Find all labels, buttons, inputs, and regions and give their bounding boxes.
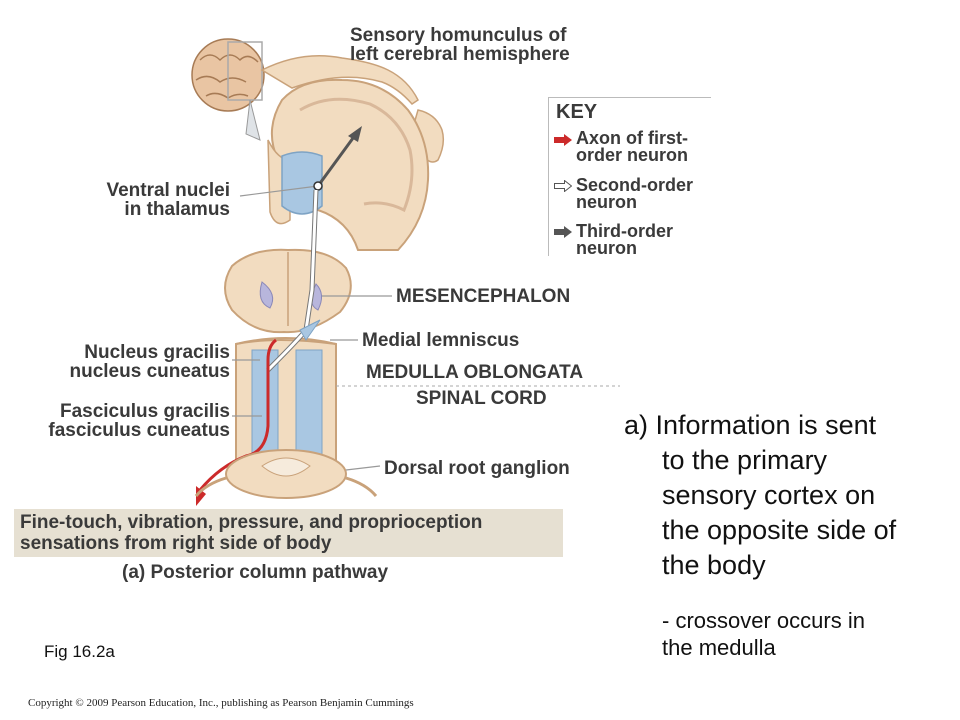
homunculus-label: Sensory homunculus of left cerebral hemi…: [350, 25, 570, 65]
key-title: KEY: [556, 101, 598, 123]
nucleus-gracilis-label: Nucleus gracilis nucleus cuneatus: [69, 342, 231, 382]
homunculus-arm: [260, 54, 419, 105]
medial-lemniscus-label: Medial lemniscus: [362, 330, 520, 351]
bullet-main: a) Information is sent: [624, 410, 877, 440]
figure-caption: (a) Posterior column pathway: [122, 562, 389, 583]
bullet-main-continued: to the primary sensory cortex on the opp…: [662, 445, 897, 580]
key-item-third-order: Third-order neuron: [576, 221, 673, 258]
medulla-label: MEDULLA OBLONGATA: [366, 362, 584, 383]
spinal-cord-cross-section: [194, 449, 378, 499]
red-arrow-icon: [554, 134, 572, 146]
brain-icon: [191, 38, 265, 141]
sensation-band: [14, 509, 563, 557]
dorsal-root-label: Dorsal root ganglion: [384, 458, 570, 479]
mesencephalon-section: [224, 248, 352, 334]
third-order-axon: [316, 133, 358, 187]
bullet-sub: - crossover occurs in the medulla: [662, 608, 865, 660]
fig-label: Fig 16.2a: [44, 642, 115, 661]
mesencephalon-label: MESENCEPHALON: [396, 286, 571, 307]
outline-arrow-icon: [554, 180, 572, 192]
key-item-second-order: Second-order neuron: [576, 175, 694, 212]
ventral-nuclei-label: Ventral nuclei in thalamus: [106, 180, 230, 220]
key-panel: [548, 97, 711, 256]
sensation-text: Fine-touch, vibration, pressure, and pro…: [20, 512, 483, 554]
gray-arrow-icon: [554, 226, 572, 238]
first-order-axon: [198, 338, 277, 491]
copyright-text: Copyright © 2009 Pearson Education, Inc.…: [28, 697, 414, 709]
fasciculus-label: Fasciculus gracilis fasciculus cuneatus: [48, 401, 230, 441]
key-item-first-order: Axon of first- order neuron: [576, 128, 689, 165]
thalamus-nuclei: [281, 151, 323, 215]
spinal-cord-label: SPINAL CORD: [416, 388, 547, 409]
